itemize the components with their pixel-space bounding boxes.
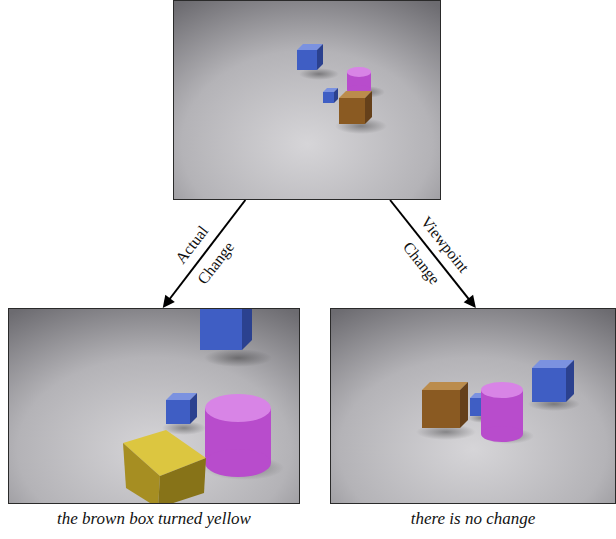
arrow-label: Viewpoint Change	[389, 209, 477, 298]
arrowhead	[464, 295, 476, 308]
image-panel: the brown box turned yellow	[8, 308, 300, 504]
changed-scene	[8, 288, 300, 508]
image-caption: there is no change	[411, 509, 535, 529]
arrow-label: Actual Change	[165, 216, 242, 291]
viewpoint-scene	[330, 308, 616, 504]
image-panel: there is no change	[330, 308, 616, 504]
original-scene	[173, 0, 441, 200]
image-panel	[173, 0, 441, 200]
arrow-connector	[163, 200, 246, 308]
arrowhead	[163, 295, 175, 308]
image-caption: the brown box turned yellow	[57, 509, 251, 529]
